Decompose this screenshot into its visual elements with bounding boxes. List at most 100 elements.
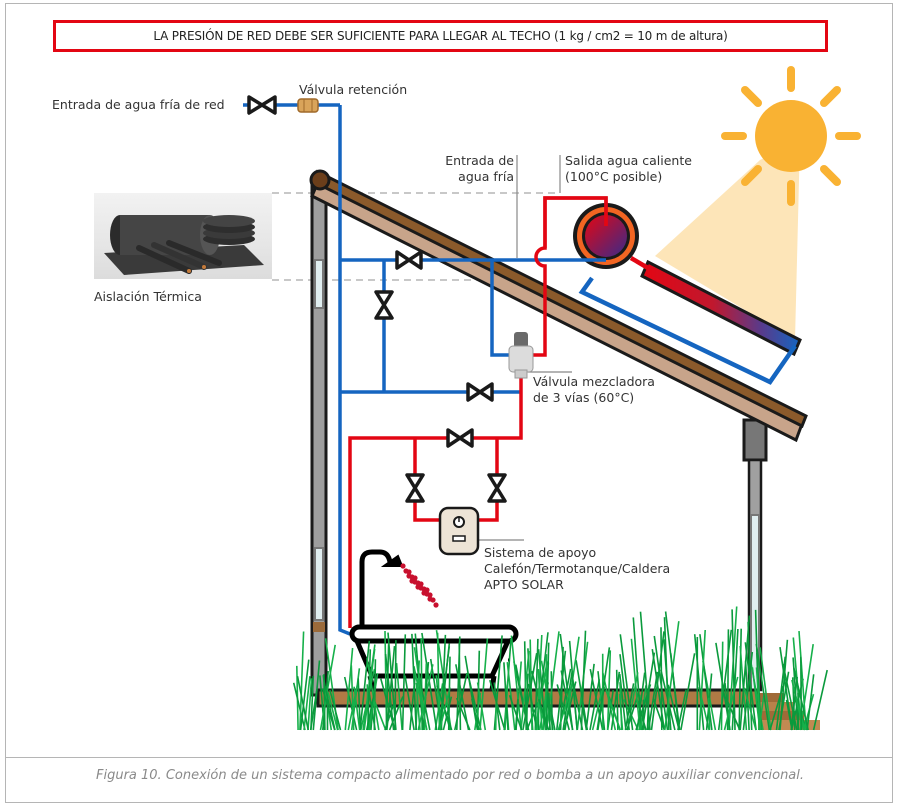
grass-blade [527,683,538,731]
grass-blade [350,665,355,731]
grass-blade [769,685,784,731]
cold-water-entry-line1: Entrada de [445,153,514,168]
grass-blade [717,629,733,731]
hot-water-pipes [348,196,608,628]
grass-blade [619,654,630,731]
grass-blade [353,686,361,731]
grass-blade [742,651,754,731]
grass-blade [650,631,665,731]
water-drop [403,568,409,574]
grass-blade [548,692,551,731]
grass-blade [455,664,470,731]
sun-icon [721,66,861,206]
water-drop [406,573,412,579]
grass-blade [312,660,321,731]
grass-blade [800,656,803,731]
mixing-valve-icon [508,332,534,379]
caption-separator [5,757,893,758]
grass-blade [510,635,523,731]
grass-blade [365,687,377,731]
grass-blade [589,668,604,731]
grass-blade [597,686,605,731]
grass-blade [619,634,634,731]
grass-blade [359,640,371,731]
grass-blade [357,678,362,731]
grass-blade [585,663,595,731]
grass-blade [663,617,670,731]
grass-blade [329,689,342,731]
grass-blade [591,687,604,731]
water-drop [427,596,433,602]
grass-blade [503,662,509,731]
water-drop [433,602,439,608]
grass-blade [557,690,571,731]
grass-blade [538,699,550,731]
grass-blade [707,697,711,731]
grass-blade [394,640,397,731]
solar-tank-icon [573,203,639,269]
grass-blade [413,647,428,731]
grass-blade [537,649,547,731]
grass-blade [624,683,635,731]
backup-line3: APTO SOLAR [484,577,564,592]
grass-blade [514,699,519,731]
grass-blade [610,671,621,731]
grass-blade [404,675,415,731]
grass-blade [323,684,336,731]
grass-blade [347,684,359,731]
grass-blade [743,687,757,731]
gate-valve-icon [247,95,507,503]
grass-blade [568,640,578,731]
grass-blade [537,669,543,731]
cold-water-pipes [243,103,606,636]
grass-blade [436,632,441,731]
grass-blade [642,699,645,731]
grass-blade [324,638,339,731]
hot-water-out-line1: Salida agua caliente [565,153,692,168]
grass-blade [550,671,553,731]
figure-frame [5,3,893,803]
grass-blade [619,682,623,731]
grass-blade [344,647,354,731]
grass-blade [454,672,468,731]
grass-blade [559,633,574,731]
grass-blade [619,674,627,731]
hot-water-out-label: Salida agua caliente (100°C posible) [565,153,692,185]
grass-blade [303,676,311,731]
grass-blade [319,644,336,731]
grass-blade [723,676,739,731]
grass-blade [343,676,358,731]
water-drop [415,584,421,590]
solar-collector-icon [640,259,802,357]
grass-blade [442,696,453,731]
banner-text: LA PRESIÓN DE RED DEBE SER SUFICIENTE PA… [153,29,728,43]
water-heater-icon [438,506,480,556]
left-post [310,183,328,697]
grass-blade [791,679,805,731]
grass-blade [779,646,793,731]
grass [292,606,828,731]
grass-blade [639,611,651,731]
grass-blade [474,692,482,731]
backup-line2: Calefón/Termotanque/Caldera [484,561,671,576]
grass-blade [606,650,612,731]
grass-blade [520,650,530,731]
cold-inlet-label: Entrada de agua fría de red [52,97,225,112]
grass-blade [307,678,313,731]
grass-blade [536,634,543,731]
grass-blade [749,660,764,731]
grass-blade [439,643,451,731]
mixing-valve-line1: Válvula mezcladora [533,374,655,389]
check-valve-label: Válvula retención [299,82,408,97]
check-valve-icon [297,98,319,113]
grass-blade [506,662,516,731]
grass-blade [731,628,739,731]
grass-blade [385,644,390,731]
hot-water-out-line2: (100°C posible) [565,169,663,184]
grass-blade [759,647,772,731]
grass-blade [471,698,480,731]
grass-blade [790,676,798,731]
water-drop [400,563,406,569]
grass-blade [758,695,765,731]
mixing-valve-label: Válvula mezcladora de 3 vías (60°C) [533,374,655,406]
